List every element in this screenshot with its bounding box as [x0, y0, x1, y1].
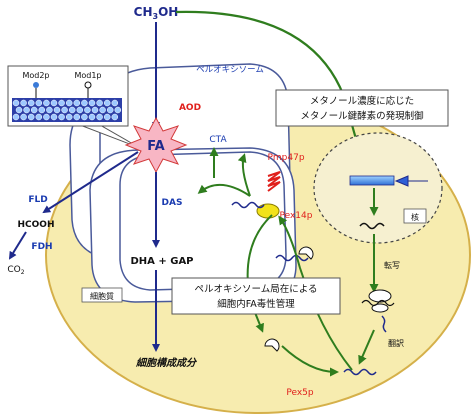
- pex14p-icon: [256, 203, 280, 219]
- mod-inset: [7, 65, 141, 149]
- regulation-callout-line1: メタノール濃度に応じた: [310, 95, 414, 107]
- mod-grid-dot: [114, 106, 122, 114]
- mrna-inside-peroxisome: [231, 201, 265, 209]
- peptide-chain: [381, 315, 387, 333]
- mod-grid-dot: [84, 106, 91, 114]
- cell-components-label: 細胞構成成分: [135, 357, 198, 369]
- mrna-cytosol: [275, 254, 309, 262]
- mod1p-marker: [84, 81, 92, 89]
- mod-grid-dot: [53, 106, 61, 114]
- cta-label: CTA: [209, 135, 227, 145]
- mod-grid-dot: [43, 113, 50, 121]
- mod2p-marker: [33, 82, 39, 88]
- mod1p-label: Mod1p: [74, 71, 101, 80]
- mod-grid-dot: [27, 113, 35, 121]
- nucleus-label: 核: [411, 212, 419, 222]
- mod-grid-dot: [43, 99, 50, 107]
- mod-grid-dot: [73, 99, 81, 107]
- mod-grid-dot: [76, 106, 84, 114]
- mrna-lower: [343, 368, 377, 376]
- translation-arrow: [358, 329, 375, 365]
- regulation-callout-line2: メタノール鍵酵素の発現制御: [300, 110, 423, 122]
- mod-grid-dot: [50, 113, 58, 121]
- pmp47p-icon: [267, 171, 281, 192]
- mod-grid-dot: [65, 99, 73, 107]
- mod-grid-dot: [65, 113, 73, 121]
- mod-grid-dot: [20, 113, 27, 121]
- mod-grid-dot: [96, 113, 103, 121]
- hcooh-to-co2-arrow: [8, 231, 27, 260]
- mod-grid-dot: [27, 99, 35, 107]
- mrna-nucleus: [359, 222, 385, 230]
- mod-grid-dot: [35, 113, 43, 121]
- translation-label: 翻訳: [388, 338, 404, 348]
- fld-label: FLD: [28, 195, 47, 205]
- co2-label: CO2: [7, 265, 24, 276]
- fa-label: FA: [147, 139, 164, 154]
- pex5p-return-arrow: [281, 345, 339, 377]
- mod-grid-dot: [12, 99, 20, 107]
- ribosome-top: [368, 289, 392, 303]
- mod-grid-dot: [23, 106, 30, 114]
- mod-grid-dot: [106, 106, 114, 114]
- mod-grid-dot: [12, 113, 20, 121]
- mod-grid-dot: [20, 99, 27, 107]
- das-label: DAS: [162, 198, 183, 208]
- mod-grid-dot: [81, 99, 88, 107]
- mod-grid-dot: [88, 99, 96, 107]
- mod-grid-dot: [111, 113, 119, 121]
- mod-grid-dot: [15, 106, 23, 114]
- pex5p-icon-lower: [264, 338, 280, 352]
- nucleus-tag: [403, 208, 427, 224]
- mod-grid-dot: [111, 99, 119, 107]
- mod-grid-dot: [35, 99, 43, 107]
- gene-bar: [349, 175, 395, 186]
- fdh-label: FDH: [31, 242, 52, 252]
- activator-arrow: [394, 175, 428, 187]
- toxicity-callout-line2: 細胞内FA毒性管理: [217, 298, 295, 310]
- regulation-callout: [275, 89, 449, 127]
- import-arrow-das: [197, 184, 251, 197]
- mrna-ribosome: [361, 299, 395, 307]
- peroxisome-label: ペルオキシソーム: [196, 65, 264, 75]
- toxicity-callout: [171, 277, 341, 315]
- mod-grid-dot: [91, 106, 99, 114]
- nucleus: [313, 132, 443, 244]
- mod-grid-dot: [50, 99, 58, 107]
- cytosol-label: 細胞質: [90, 291, 114, 301]
- pex5p-label: Pex5p: [286, 388, 314, 398]
- mod-grid-dot: [81, 113, 88, 121]
- pex14p-label: Pex14p: [280, 211, 313, 221]
- mod-grid-dot: [96, 99, 103, 107]
- hcooh-label: HCOOH: [18, 220, 55, 230]
- mod-grid-dot: [58, 113, 65, 121]
- mod-grid-dot: [61, 106, 68, 114]
- mod-grid-dot: [46, 106, 53, 114]
- mod-grid-dot: [103, 99, 111, 107]
- transcription-label: 転写: [384, 261, 400, 270]
- pex5p-import-arrow: [278, 215, 353, 371]
- dha-gap-label: DHA + GAP: [130, 256, 193, 267]
- pmp47p-label: Pmp47p: [267, 153, 304, 163]
- mod-grid-dot: [30, 106, 38, 114]
- toxicity-callout-line1: ペルオキシソーム局在による: [195, 283, 318, 295]
- mod-grid-dot: [99, 106, 106, 114]
- mod-grid-dot: [38, 106, 46, 114]
- fa-to-hcooh-arrow: [42, 151, 139, 214]
- ribosome-bottom: [371, 303, 389, 313]
- mod-grid-dot: [88, 113, 96, 121]
- pex5p-icon-upper: [298, 246, 314, 260]
- aod-label: AOD: [179, 103, 201, 113]
- mod-grid-dot: [58, 99, 65, 107]
- mod-grid-dot: [68, 106, 76, 114]
- mod-grid-dot: [103, 113, 111, 121]
- import-arrow-cta: [237, 153, 251, 197]
- mod2p-label: Mod2p: [22, 71, 49, 80]
- cytosol-box: [81, 287, 123, 303]
- methanol-label: CH3OH: [134, 5, 179, 21]
- mod-grid-dot: [73, 113, 81, 121]
- peroxisome-cluster: [69, 63, 297, 303]
